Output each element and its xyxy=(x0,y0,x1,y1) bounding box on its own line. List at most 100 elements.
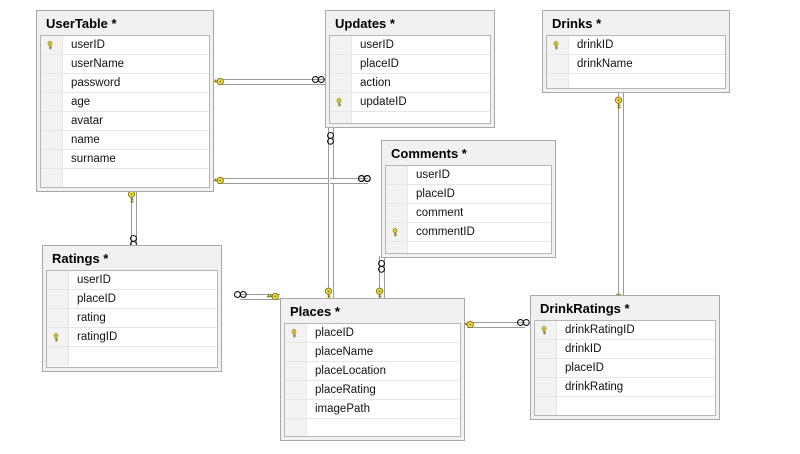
column-row[interactable]: commentID xyxy=(386,223,551,242)
relationship-key-endpoint-icon xyxy=(211,173,226,185)
row-gutter xyxy=(535,378,557,396)
column-name: placeID xyxy=(416,188,455,200)
relationship-line[interactable] xyxy=(467,322,525,328)
row-gutter xyxy=(386,204,408,222)
row-gutter xyxy=(41,93,63,111)
empty-column-row[interactable] xyxy=(386,242,551,253)
relationship-line[interactable] xyxy=(330,178,368,184)
row-gutter xyxy=(330,36,352,54)
relationship-infinity-endpoint-icon xyxy=(516,317,532,327)
column-name: placeID xyxy=(77,293,116,305)
column-name: drinkID xyxy=(577,39,614,51)
column-name: drinkRatingID xyxy=(565,324,635,336)
column-row[interactable]: userID xyxy=(41,36,209,55)
empty-column-row[interactable] xyxy=(330,112,490,123)
table-title: Updates * xyxy=(329,14,491,35)
column-row[interactable]: placeLocation xyxy=(285,362,460,381)
column-row[interactable]: placeID xyxy=(386,185,551,204)
column-row[interactable]: placeID xyxy=(285,324,460,343)
table-title: Ratings * xyxy=(46,249,218,270)
row-gutter xyxy=(285,381,307,399)
column-row[interactable]: ratingID xyxy=(47,328,217,347)
row-gutter xyxy=(330,55,352,73)
column-name: drinkID xyxy=(565,343,602,355)
column-row[interactable]: updateID xyxy=(330,93,490,112)
column-name: imagePath xyxy=(315,403,370,415)
column-name: name xyxy=(71,134,100,146)
column-row[interactable]: avatar xyxy=(41,112,209,131)
column-row[interactable]: imagePath xyxy=(285,400,460,419)
column-name: avatar xyxy=(71,115,103,127)
column-name: userName xyxy=(71,58,125,70)
column-row[interactable]: placeName xyxy=(285,343,460,362)
row-gutter xyxy=(41,74,63,92)
column-name: placeID xyxy=(565,362,604,374)
relationship-line[interactable] xyxy=(218,79,328,85)
row-gutter xyxy=(47,290,69,308)
column-row[interactable]: drinkName xyxy=(547,55,725,74)
column-row[interactable]: age xyxy=(41,93,209,112)
column-list: drinkID drinkName xyxy=(546,35,726,89)
column-row[interactable]: comment xyxy=(386,204,551,223)
column-row[interactable]: drinkID xyxy=(535,340,715,359)
relationship-line[interactable] xyxy=(131,190,137,248)
column-row[interactable]: drinkRating xyxy=(535,378,715,397)
row-gutter xyxy=(285,400,307,418)
row-gutter xyxy=(47,309,69,327)
empty-column-row[interactable] xyxy=(547,74,725,88)
row-gutter xyxy=(386,185,408,203)
column-row[interactable]: placeID xyxy=(47,290,217,309)
column-row[interactable]: drinkID xyxy=(547,36,725,55)
relationship-line[interactable] xyxy=(240,294,280,300)
empty-column-row[interactable] xyxy=(41,169,209,187)
primary-key-icon xyxy=(386,223,408,241)
column-row[interactable]: drinkRatingID xyxy=(535,321,715,340)
column-name: drinkName xyxy=(577,58,633,70)
row-gutter xyxy=(47,271,69,289)
column-name: placeLocation xyxy=(315,365,386,377)
empty-column-row[interactable] xyxy=(535,397,715,415)
column-name: password xyxy=(71,77,121,89)
column-row[interactable]: placeRating xyxy=(285,381,460,400)
row-gutter xyxy=(41,131,63,149)
relationship-line[interactable] xyxy=(379,256,385,302)
column-row[interactable]: userID xyxy=(386,166,551,185)
column-row[interactable]: name xyxy=(41,131,209,150)
column-row[interactable]: password xyxy=(41,74,209,93)
column-list: placeID placeName placeLocation placeRating… xyxy=(284,323,461,437)
empty-column-row[interactable] xyxy=(285,419,460,436)
column-name: updateID xyxy=(360,96,407,108)
row-gutter xyxy=(547,74,569,88)
primary-key-icon xyxy=(330,93,352,111)
relationship-line[interactable] xyxy=(328,127,334,302)
column-row[interactable]: userID xyxy=(47,271,217,290)
column-row[interactable]: placeID xyxy=(330,55,490,74)
empty-column-row[interactable] xyxy=(47,347,217,366)
relationship-infinity-endpoint-icon xyxy=(322,131,338,145)
column-name: placeName xyxy=(315,346,374,358)
relationship-infinity-endpoint-icon xyxy=(125,234,141,248)
column-row[interactable]: rating xyxy=(47,309,217,328)
relationship-line[interactable] xyxy=(218,178,368,184)
column-name: comment xyxy=(416,207,464,219)
column-row[interactable]: surname xyxy=(41,150,209,169)
column-row[interactable]: action xyxy=(330,74,490,93)
column-row[interactable]: placeID xyxy=(535,359,715,378)
row-gutter xyxy=(285,362,307,380)
row-gutter xyxy=(386,166,408,184)
column-row[interactable]: userName xyxy=(41,55,209,74)
column-row[interactable]: userID xyxy=(330,36,490,55)
relationship-line[interactable] xyxy=(618,92,624,300)
row-gutter xyxy=(547,55,569,73)
